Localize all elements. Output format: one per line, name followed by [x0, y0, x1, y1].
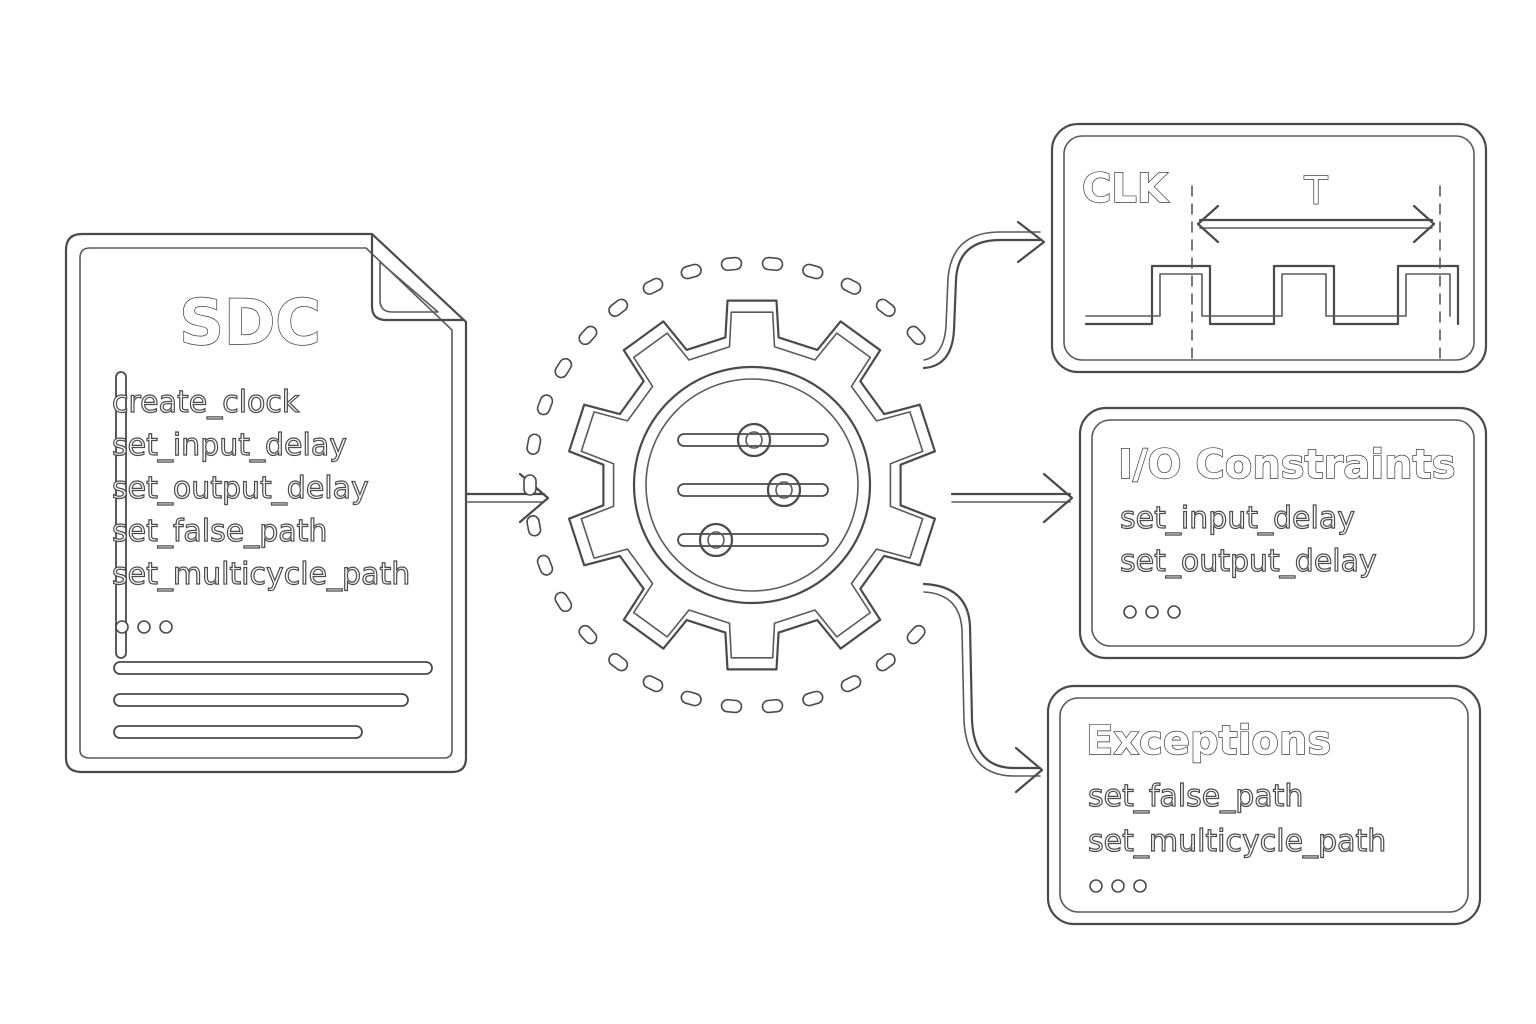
ring-dash: [554, 591, 573, 613]
slider-3: [677, 522, 829, 558]
clock-label: CLK: [1082, 166, 1170, 212]
exceptions-panel: Exceptions set_false_path set_multicycle…: [1046, 684, 1482, 926]
slider-1: [677, 422, 829, 458]
io-command-1: set_input_delay: [1120, 501, 1355, 536]
ring-dash: [875, 652, 896, 672]
ring-dash: [761, 698, 784, 714]
sdc-command-5: set_multicycle_path: [112, 557, 410, 592]
ring-dash: [642, 277, 664, 295]
sdc-title: SDC: [179, 286, 321, 359]
ring-dash: [802, 263, 824, 280]
ring-dash: [840, 675, 862, 693]
io-command-2: set_output_delay: [1120, 544, 1377, 579]
ring-dash: [608, 652, 629, 672]
ring-dash: [720, 698, 743, 714]
arrow-engine-to-clock: [922, 220, 1046, 370]
gear-sliders-icon: [523, 256, 936, 714]
text-line-1: [113, 661, 433, 675]
period-arrow: [1196, 204, 1436, 244]
exceptions-command-2: set_multicycle_path: [1088, 824, 1386, 859]
ring-dash: [906, 325, 926, 346]
ring-dash: [875, 298, 896, 318]
text-line-2: [113, 693, 409, 707]
ring-dash: [578, 624, 598, 645]
exceptions-title: Exceptions: [1086, 718, 1331, 764]
ring-dash: [578, 325, 598, 346]
sdc-command-2: set_input_delay: [112, 428, 347, 463]
ring-dash: [526, 515, 542, 537]
io-title: I/O Constraints: [1118, 442, 1456, 488]
code-margin-bar: [115, 371, 127, 659]
period-label: T: [1303, 169, 1328, 213]
dashed-ring: [523, 256, 926, 714]
clock-waveform-icon: [1084, 185, 1460, 361]
sdc-command-4: set_false_path: [112, 514, 327, 549]
sdc-command-3: set_output_delay: [112, 471, 369, 506]
arrow-engine-to-exceptions: [922, 582, 1044, 794]
ring-dash: [802, 690, 824, 707]
ellipsis-icon: [1089, 879, 1147, 893]
ring-dash: [761, 256, 784, 272]
text-line-3: [113, 725, 363, 739]
ring-dash: [536, 554, 554, 576]
io-constraints-panel: I/O Constraints set_input_delay set_outp…: [1078, 406, 1488, 660]
ellipsis-icon: [1123, 605, 1181, 619]
ring-dash: [554, 357, 573, 379]
ring-dash: [720, 256, 743, 272]
ring-dash: [526, 433, 542, 455]
document-icon: [64, 232, 468, 774]
clock-panel: CLK T: [1050, 122, 1488, 374]
ring-dash: [642, 675, 664, 693]
ellipsis-icon: [115, 620, 173, 634]
ring-dash: [840, 277, 862, 295]
exceptions-command-1: set_false_path: [1088, 779, 1303, 814]
ring-dash: [536, 394, 554, 416]
ring-dash: [680, 690, 702, 707]
ring-dash: [906, 624, 926, 645]
sdc-command-1: create_clock: [112, 385, 300, 420]
slider-2: [677, 472, 829, 508]
ring-dash: [680, 263, 702, 280]
sdc-document: SDC create_clock set_input_delay set_out…: [64, 232, 468, 774]
arrow-engine-to-io: [950, 472, 1074, 524]
ring-dash: [608, 298, 629, 318]
ring-dash: [523, 474, 537, 496]
